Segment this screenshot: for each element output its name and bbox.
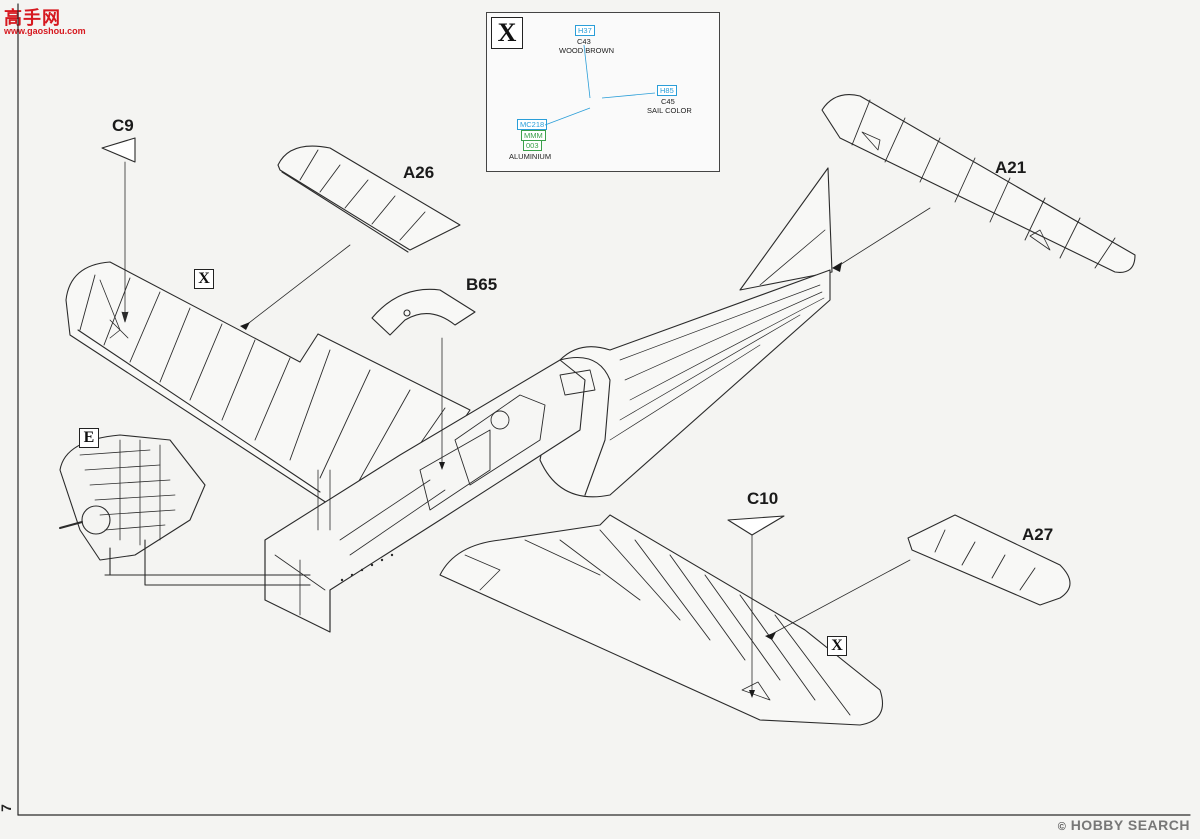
watermark-mark: © [1057,821,1067,833]
page-number: 7 [0,804,14,812]
detail-inset-x: X H37 C43 WOOD BROWN H85 C45 SAIL COLOR … [486,12,720,172]
watermark-text: HOBBY SEARCH [1070,817,1190,833]
color-name-aluminium: ALUMINIUM [509,152,552,161]
aileron-a26 [277,145,461,253]
color-code-h85: H85 [657,85,677,96]
part-label-a27: A27 [1022,525,1054,544]
aileron-a27 [907,514,1071,606]
left-upper-wing [65,261,471,506]
part-label-c10: C10 [747,489,779,508]
color-name-sail-color: SAIL COLOR [647,106,692,115]
part-c9-triangle [101,137,136,163]
marker-e-engine: E [79,428,99,448]
part-label-a26: A26 [403,163,435,182]
inset-x-label: X [491,17,523,49]
callout-lines [121,161,931,691]
marker-x-right-wing: X [827,636,847,656]
part-label-a21: A21 [995,158,1027,177]
color-code-c43: C43 [577,37,591,46]
part-b65-panel [371,288,476,336]
right-lower-wing [439,514,884,726]
part-label-b65: B65 [466,275,498,294]
site-watermark-url: www.gaoshou.com [4,26,86,36]
engine-assembly [59,434,311,586]
color-code-c45: C45 [661,97,675,106]
color-name-wood-brown: WOOD BROWN [559,46,614,55]
part-c10-triangle [727,515,785,536]
aileron-a21 [821,94,1136,273]
hobby-search-watermark: © HOBBY SEARCH [1058,817,1190,833]
part-label-c9: C9 [112,116,134,135]
color-code-003: 003 [523,140,542,151]
color-code-h37: H37 [575,25,595,36]
marker-x-left-wing: X [194,269,214,289]
fuselage [264,167,833,633]
